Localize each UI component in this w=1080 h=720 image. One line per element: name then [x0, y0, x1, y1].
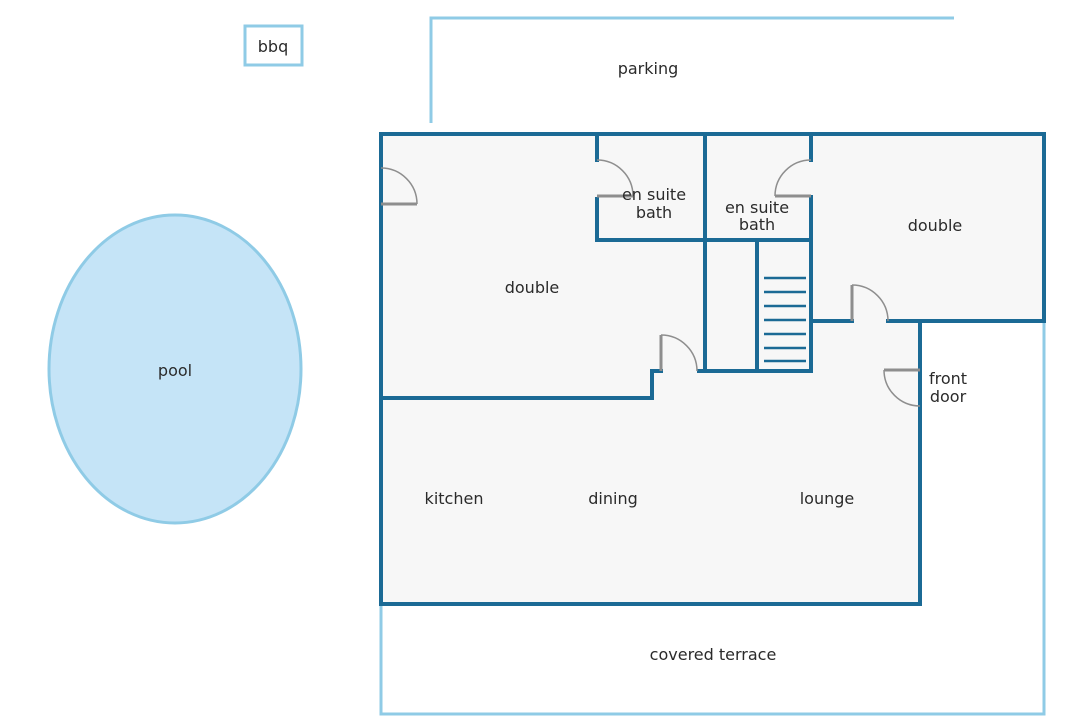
front-door-label: front — [929, 369, 967, 388]
room-label-ensuite-left-line2: bath — [636, 203, 672, 222]
wall-double-left-bottom — [379, 369, 663, 400]
bbq-box — [243, 24, 304, 67]
staircase — [764, 276, 806, 363]
room-label-double-left: double — [505, 278, 560, 297]
door-double-right — [850, 284, 889, 322]
bbq-label: bbq — [258, 37, 288, 56]
door-ensuite-right — [774, 159, 812, 198]
room-label-ensuite-right: en suite — [725, 198, 789, 217]
room-label-lounge: lounge — [800, 489, 855, 508]
room-label-kitchen: kitchen — [425, 489, 484, 508]
covered-terrace-label: covered terrace — [650, 645, 777, 664]
pool — [47, 213, 303, 525]
door-double-left — [659, 334, 698, 372]
door-front — [883, 368, 921, 407]
pool-label: pool — [158, 361, 192, 380]
wall-ensuite-left — [595, 132, 707, 242]
door-pool-side — [380, 167, 418, 206]
room-label-ensuite-left: en suite — [622, 185, 686, 204]
room-label-ensuite-right-line2: bath — [739, 215, 775, 234]
covered-terrace-outline — [379, 322, 1046, 716]
front-door-label-line2: door — [930, 387, 967, 406]
room-label-dining: dining — [588, 489, 637, 508]
parking-label: parking — [618, 59, 679, 78]
room-label-double-right: double — [908, 216, 963, 235]
door-ensuite-left — [596, 159, 634, 198]
parking-outline — [429, 16, 954, 123]
